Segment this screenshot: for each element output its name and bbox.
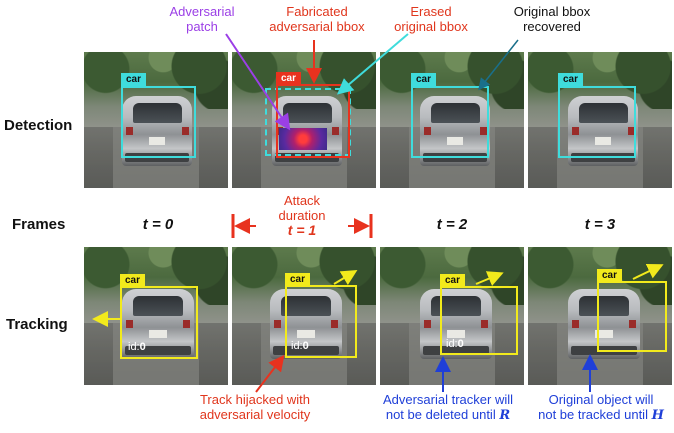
detection-bbox-t0	[121, 86, 196, 158]
annotation-line: patch	[186, 19, 218, 34]
track-tag-t0: car	[120, 274, 146, 287]
annotation-line: recovered	[523, 19, 581, 34]
annotation-adversarial-patch: Adversarial patch	[152, 4, 252, 34]
annotation-line: Original object will	[548, 392, 654, 407]
attack-line3: t = 1	[287, 222, 317, 238]
track-bbox-t3	[597, 281, 667, 352]
car-image	[270, 289, 342, 359]
annotation-line: adversarial velocity	[199, 407, 311, 422]
arrow-recovered	[478, 39, 519, 91]
attack-duration-label: Attack duration t = 1	[258, 193, 346, 238]
track-bbox-t2	[440, 286, 518, 355]
fabricated-tag-t1: car	[276, 72, 302, 85]
velocity-arrow-t1	[333, 269, 358, 286]
annotation-erased-bbox: Erased original bbox	[376, 4, 486, 34]
arrow-erased	[336, 33, 409, 95]
track-tag-t1: car	[285, 273, 311, 286]
annotation-line: original bbox	[394, 19, 468, 34]
erased-bbox-t1	[265, 88, 351, 156]
annotation-line: Original bbox	[513, 4, 591, 19]
annotation-adversarial-tracker: Adversarial tracker will not be deleted …	[358, 392, 538, 423]
frame-label-t2: t = 2	[436, 216, 468, 233]
attack-line1: Attack	[283, 193, 321, 208]
annotation-line: Track hijacked with	[199, 392, 311, 407]
track-tag-t3: car	[597, 269, 623, 282]
track-id-t0: id:0	[128, 341, 146, 353]
detection-frame-t3	[528, 52, 672, 188]
annotation-original-object: Original object will not be tracked unti…	[528, 392, 674, 423]
detection-tag-t0: car	[121, 73, 147, 86]
row-label-frames: Frames	[12, 216, 66, 233]
detection-bbox-t2	[411, 86, 489, 158]
annotation-line: Adversarial tracker will	[382, 392, 514, 407]
row-label-detection: Detection	[4, 117, 73, 134]
car-image	[420, 289, 492, 359]
detection-tag-t3: car	[558, 73, 584, 86]
attack-line2: duration	[278, 208, 326, 223]
arrow-hijack	[255, 354, 285, 393]
detection-bbox-t3	[558, 86, 636, 158]
arrow-patch	[225, 33, 291, 131]
annotation-line: Adversarial	[169, 4, 235, 19]
annotation-bbox-recovered: Original bbox recovered	[482, 4, 622, 34]
adversarial-patch	[279, 128, 327, 150]
velocity-arrow-t2	[475, 271, 504, 286]
tracking-frame-t2	[380, 247, 524, 385]
track-bbox-t1	[285, 285, 357, 358]
row-label-tracking: Tracking	[6, 316, 68, 333]
track-tag-t2: car	[440, 274, 466, 287]
frame-label-t0: t = 0	[142, 216, 174, 233]
annotation-line: not be tracked until H	[538, 407, 664, 423]
annotation-line: not be deleted until R	[385, 407, 511, 423]
annotation-fabricated-bbox: Fabricated adversarial bbox	[262, 4, 372, 34]
detection-tag-t2: car	[411, 73, 437, 86]
annotation-track-hijacked: Track hijacked with adversarial velocity	[160, 392, 350, 422]
frame-label-t3: t = 3	[584, 216, 616, 233]
track-id-t1: id:0	[291, 340, 309, 352]
tracking-frame-t0	[84, 247, 228, 385]
annotation-line: Fabricated	[286, 4, 348, 19]
track-bbox-t0	[120, 286, 198, 359]
annotation-line: Erased	[410, 4, 452, 19]
tracking-frame-t1	[232, 247, 376, 385]
track-id-t2: id:0	[446, 338, 464, 350]
annotation-line: adversarial bbox	[269, 19, 365, 34]
velocity-arrow-t3	[632, 263, 664, 280]
car-image	[122, 289, 194, 359]
